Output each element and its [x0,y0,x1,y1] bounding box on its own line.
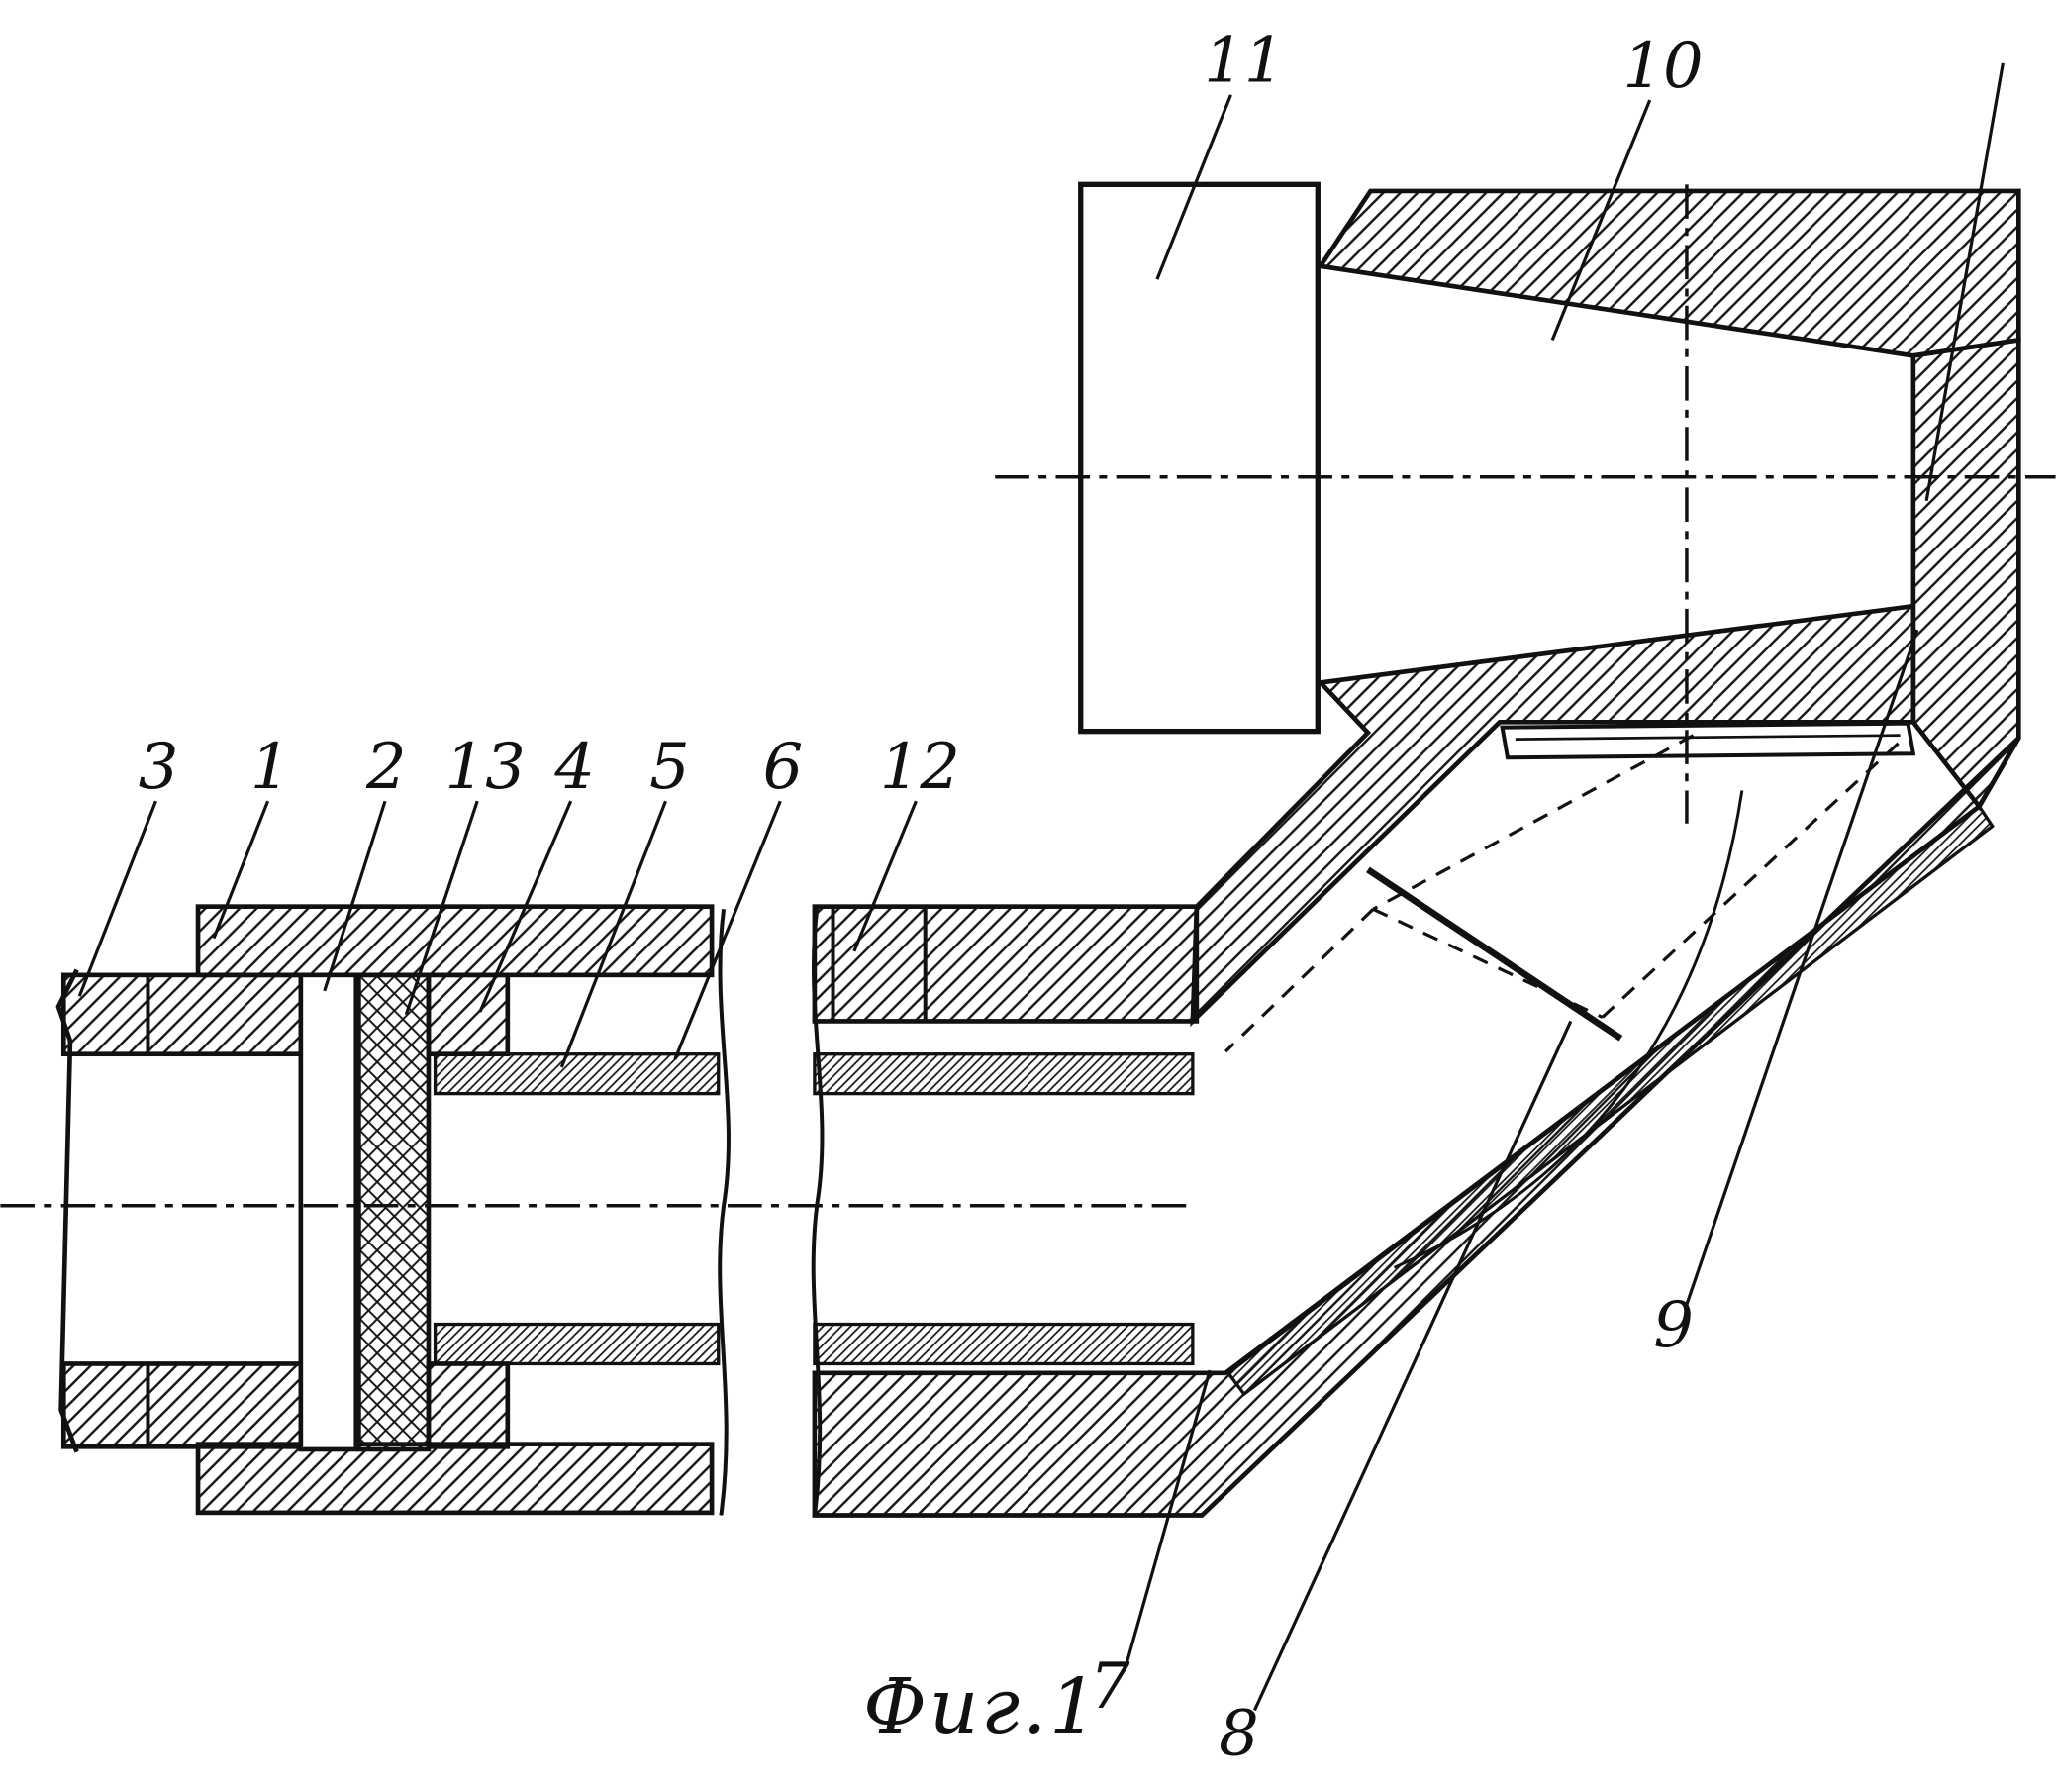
mirror-mount-inner-line [1515,734,1901,741]
leader-lines [77,62,2005,1712]
callout-9: 9 [1653,1289,1694,1362]
mirror-mount-strip [1500,721,1916,760]
callout-3: 3 [139,731,179,804]
outer-wall-bottom-left [60,1361,306,1449]
figure-caption: Фиг.1 [863,1662,1101,1751]
callout-12: 12 [880,731,960,804]
callout-1: 1 [250,731,291,804]
folding-mirror [1366,866,1623,1042]
drawing-break [718,906,825,1516]
collar-ring-lines [831,906,928,1022]
leader-3 [77,800,157,997]
centerlines [0,184,2056,1208]
ray-segment-4 [1224,908,1375,1053]
callout-7: 7 [1090,1650,1130,1724]
cone-right-section [1910,337,2021,811]
leader-10 [1550,99,1652,341]
callout-2: 2 [365,731,407,804]
callout-8: 8 [1219,1698,1259,1771]
inner-tube-wall-top-left [433,1052,721,1096]
bottom-flange-section [195,1442,715,1516]
leader-top-right [1924,62,2005,502]
leader-9 [1685,629,1919,1306]
callout-10: 10 [1622,30,1703,103]
bushing-top-section [426,972,511,1057]
outer-wall-top-left [60,972,306,1057]
leader-6 [673,800,782,1060]
leader-5 [559,800,667,1068]
ray-paths [1224,734,1906,1053]
sweep-arc [1393,790,1744,1269]
seal-block-section [356,972,432,1452]
ray-segment-1 [1372,734,1695,911]
leader-1 [212,800,270,940]
inner-tube-wall-top-right [813,1052,1195,1096]
leader-2 [323,800,387,992]
inner-tube-wall-bottom-left [433,1322,721,1366]
break-edge-left [718,909,731,1516]
callout-13: 13 [445,731,526,804]
callout-numbers: 3 1 2 13 4 5 6 12 11 10 9 7 8 [139,25,1704,1771]
left-tube-assembly [55,904,721,1516]
ray-segment-3 [1601,737,1906,1019]
inner-tube-wall-bottom-right [813,1322,1195,1366]
duct-liner-strip [1225,804,1995,1397]
leader-8 [1252,1020,1573,1712]
leader-7 [1125,1369,1212,1664]
callout-4: 4 [553,731,595,804]
leader-11 [1155,94,1232,280]
cone-top-band [1316,188,2021,358]
leader-12 [852,800,918,952]
housing-lower-angled-wall [812,736,2021,1518]
right-housing-assembly [812,181,2021,1518]
leader-13 [404,800,479,1016]
housing-top-band [812,904,1200,1024]
end-plate-section [298,972,359,1452]
ray-segment-2 [1372,907,1604,1019]
bushing-bottom-section [426,1361,511,1449]
callout-6: 6 [763,731,804,804]
rough-end-edge [55,968,79,1453]
top-flange-section [195,904,715,978]
callout-11: 11 [1204,25,1284,98]
entrance-block [1078,181,1321,735]
callout-5: 5 [649,731,690,804]
leader-4 [478,800,573,1013]
